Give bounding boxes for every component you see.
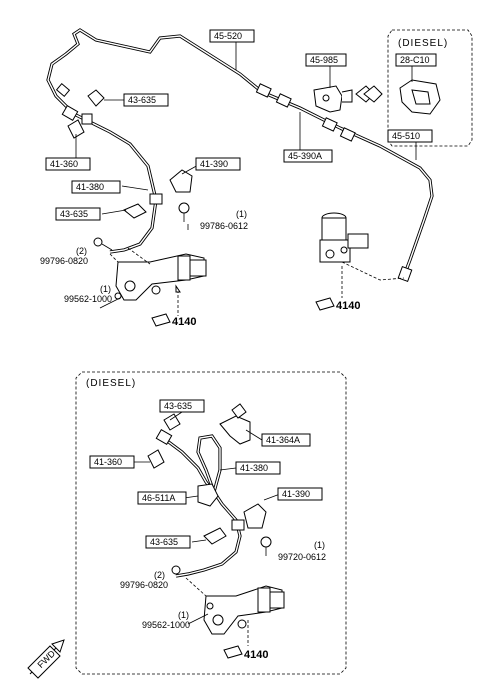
svg-text:41-360: 41-360 [50, 159, 78, 169]
qty-99796-top: (2) [76, 246, 87, 256]
diesel-header-bottom: (DIESEL) [86, 378, 136, 389]
svg-text:45-390A: 45-390A [288, 151, 322, 161]
label-28-c10: 28-C10 [395, 53, 437, 67]
diesel-inset-top [387, 29, 473, 147]
svg-text:43-635: 43-635 [150, 537, 178, 547]
svg-text:46-511A: 46-511A [142, 493, 175, 503]
label-43-635-c: 43-635 [159, 399, 205, 413]
bolt-99786: 99786-0612 [200, 221, 248, 231]
label-41-380-b: 41-380 [235, 461, 281, 475]
view-arrow-icon [355, 85, 383, 103]
svg-text:41-380: 41-380 [76, 182, 104, 192]
svg-text:41-390: 41-390 [282, 489, 310, 499]
bolt-99720: 99720-0612 [278, 552, 326, 562]
bolt-99562-bottom: 99562-1000 [142, 620, 190, 630]
fwd-arrow-icon: FWD [27, 639, 65, 679]
release-cylinder-bottom [185, 577, 285, 635]
label-46-511a: 46-511A [137, 491, 187, 505]
diesel-inset-bottom [75, 371, 347, 675]
label-41-380-a: 41-380 [71, 180, 121, 194]
bolt-99562-top: 99562-1000 [64, 294, 112, 304]
pipe-fittings-top [55, 83, 413, 282]
svg-text:45-510: 45-510 [392, 131, 420, 141]
qty-99786: (1) [236, 209, 247, 219]
label-45-390a: 45-390A [283, 149, 333, 163]
label-41-390-b: 41-390 [277, 487, 323, 501]
svg-text:41-364A: 41-364A [266, 435, 300, 445]
svg-text:43-635: 43-635 [60, 209, 88, 219]
svg-text:4140: 4140 [336, 300, 360, 312]
label-45-520: 45-520 [209, 29, 255, 43]
ref-4140-b: 4140 [315, 266, 360, 312]
label-43-635-d: 43-635 [145, 535, 191, 549]
svg-text:4140: 4140 [172, 316, 196, 328]
svg-text:28-C10: 28-C10 [400, 55, 430, 65]
label-41-364a: 41-364A [261, 433, 311, 447]
svg-text:41-390: 41-390 [200, 159, 228, 169]
label-43-635-b: 43-635 [55, 207, 101, 221]
bolt-99796-bottom: 99796-0820 [120, 580, 168, 590]
qty-99720: (1) [314, 540, 325, 550]
clip-45-985 [313, 85, 353, 113]
svg-text:43-635: 43-635 [164, 401, 192, 411]
label-41-390-a: 41-390 [195, 157, 241, 171]
clips-top [67, 89, 193, 300]
leader-lines-bottom [132, 411, 281, 625]
svg-text:45-985: 45-985 [310, 55, 338, 65]
clutch-hose-bottom [155, 428, 245, 578]
svg-text:41-380: 41-380 [240, 463, 268, 473]
clutch-hose-top [61, 104, 163, 254]
release-cylinder-top [109, 247, 207, 301]
clutch-pipe-main [46, 28, 434, 277]
label-41-360-b: 41-360 [89, 455, 135, 469]
label-43-635-a: 43-635 [123, 93, 169, 107]
label-45-985: 45-985 [305, 53, 347, 67]
bolt-99796-top: 99796-0820 [40, 256, 88, 266]
master-cylinder [319, 212, 405, 281]
ref-4140-a: 4140 [151, 284, 196, 328]
qty-99796-bottom: (2) [154, 570, 165, 580]
svg-text:43-635: 43-635 [128, 95, 156, 105]
label-45-510: 45-510 [387, 129, 433, 143]
svg-text:45-520: 45-520 [214, 31, 242, 41]
diesel-header-top: (DIESEL) [398, 38, 448, 49]
clips-bottom [147, 403, 272, 610]
qty-99562-top: (1) [100, 284, 111, 294]
qty-99562-bottom: (1) [178, 610, 189, 620]
ref-4140-c: 4140 [223, 620, 268, 661]
svg-text:41-360: 41-360 [94, 457, 122, 467]
svg-text:4140: 4140 [244, 649, 268, 661]
label-41-360-a: 41-360 [45, 157, 91, 171]
